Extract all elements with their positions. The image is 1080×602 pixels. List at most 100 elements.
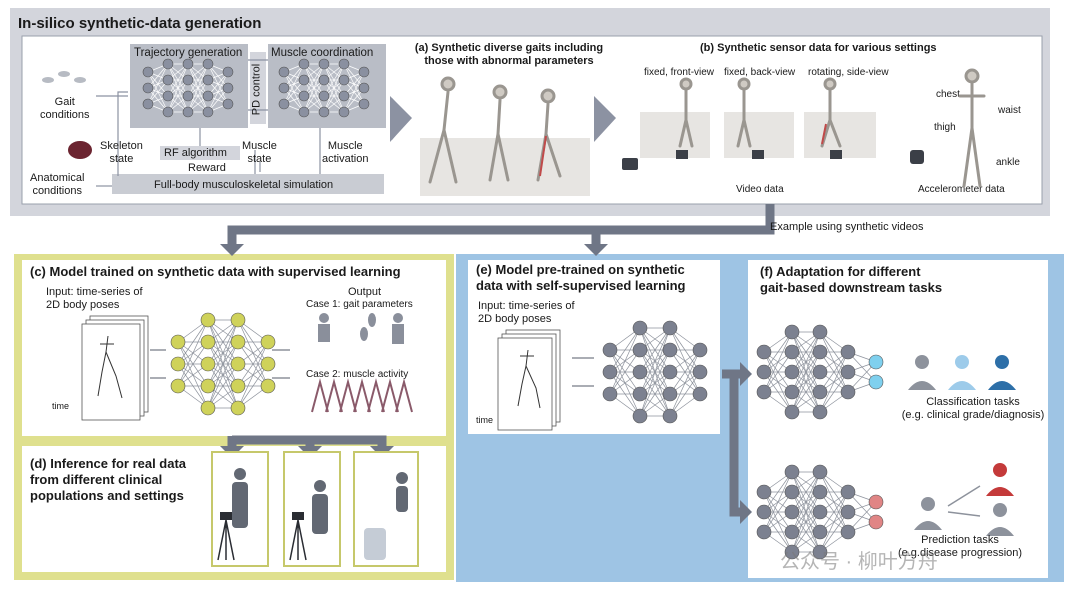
net-node [298,90,310,102]
net-node [602,342,618,358]
net-node [812,544,828,560]
net-node [632,386,648,402]
example-note: Example using synthetic videos [770,221,924,233]
net-node [756,384,772,400]
anatomical-conditions-label: Anatomical conditions [30,172,85,197]
tripods [217,519,307,561]
net-node [662,320,678,336]
net-node [202,106,214,118]
panel-f-box [748,260,1048,578]
net-node [260,334,276,350]
net-node [278,82,290,94]
net-node [358,98,370,110]
panel-d-title: (d) Inference for real data from differe… [30,456,187,503]
net-node [784,544,800,560]
net-node [868,354,884,370]
net-node [662,342,678,358]
net-node [338,74,350,86]
skeleton-state-label: Skeleton state [100,140,143,165]
panel-c-title: (c) Model trained on synthetic data with… [30,264,401,279]
net-node [162,74,174,86]
view-back-label: fixed, back-view [724,67,796,78]
sensor-thigh-label: thigh [934,122,956,133]
muscle-activation-label: Muscle activation [322,140,369,165]
panel-f-prediction: Prediction tasks (e.g.disease progressio… [897,534,1023,559]
panel-f-classification: Classification tasks (e.g. clinical grad… [901,396,1045,421]
anatomy-icon [68,141,92,159]
net-node [200,334,216,350]
net-node [162,106,174,118]
net-node [812,404,828,420]
net-node [840,344,856,360]
net-node [812,504,828,520]
panel-c-case2: Case 2: muscle activity [306,369,409,380]
chevron-1b [390,96,412,142]
prediction-net [756,464,884,560]
net-node [222,82,234,94]
net-node [692,364,708,380]
top-title: In-silico synthetic-data generation [18,15,262,32]
video-data-label: Video data [736,184,784,195]
net-node [784,464,800,480]
panel-f-title: (f) Adaptation for different gait-based … [760,264,943,295]
net-node [840,524,856,540]
sensor-ankle-label: ankle [996,157,1020,168]
net-node [170,334,186,350]
net-node [358,82,370,94]
net-node [182,106,194,118]
watch [910,150,924,164]
floor-tiles [420,112,876,196]
panel-c-input: Input: time-series of 2D body poses [46,286,143,311]
net-node [662,364,678,380]
net-node [784,404,800,420]
pd-control-box [250,52,266,124]
muscle-state-label: Muscle state [242,140,277,165]
net-node [162,58,174,70]
view-front-label: fixed, front-view [644,67,715,78]
trajectory-net [142,58,234,118]
phone [364,528,386,560]
panel-e-time: time [476,415,494,425]
net-node [812,524,828,540]
net-node [298,58,310,70]
net-node [200,356,216,372]
net-node [318,74,330,86]
net-node [298,106,310,118]
net-node [222,98,234,110]
net-node [230,356,246,372]
watermark: 公众号 · 柳叶方舟 [780,551,938,573]
net-node [784,484,800,500]
net-node [756,524,772,540]
muscle-coordination-label: Muscle coordination [271,47,374,59]
net-node [662,386,678,402]
net-node [812,344,828,360]
net-node [784,504,800,520]
net-node [230,312,246,328]
net-node [202,58,214,70]
net-node [142,98,154,110]
net-node [632,408,648,424]
net-node [602,386,618,402]
panel-e-title: (e) Model pre-trained on synthetic data … [476,262,686,293]
net-node [170,356,186,372]
classification-net [756,324,884,420]
net-node [230,400,246,416]
net-node [784,324,800,340]
sensor-waist-label: waist [998,105,1021,116]
net-node [784,344,800,360]
panel-c-case1: Case 1: gait parameters [306,299,413,310]
net-node [756,344,772,360]
net-node [812,364,828,380]
net-node [756,484,772,500]
net-node [812,464,828,480]
net-node [318,106,330,118]
net-node [692,386,708,402]
net-node [784,524,800,540]
net-node [200,312,216,328]
net-node [260,356,276,372]
panel-c-time: time [52,401,70,411]
simulation-box [112,174,384,194]
net-node [162,90,174,102]
